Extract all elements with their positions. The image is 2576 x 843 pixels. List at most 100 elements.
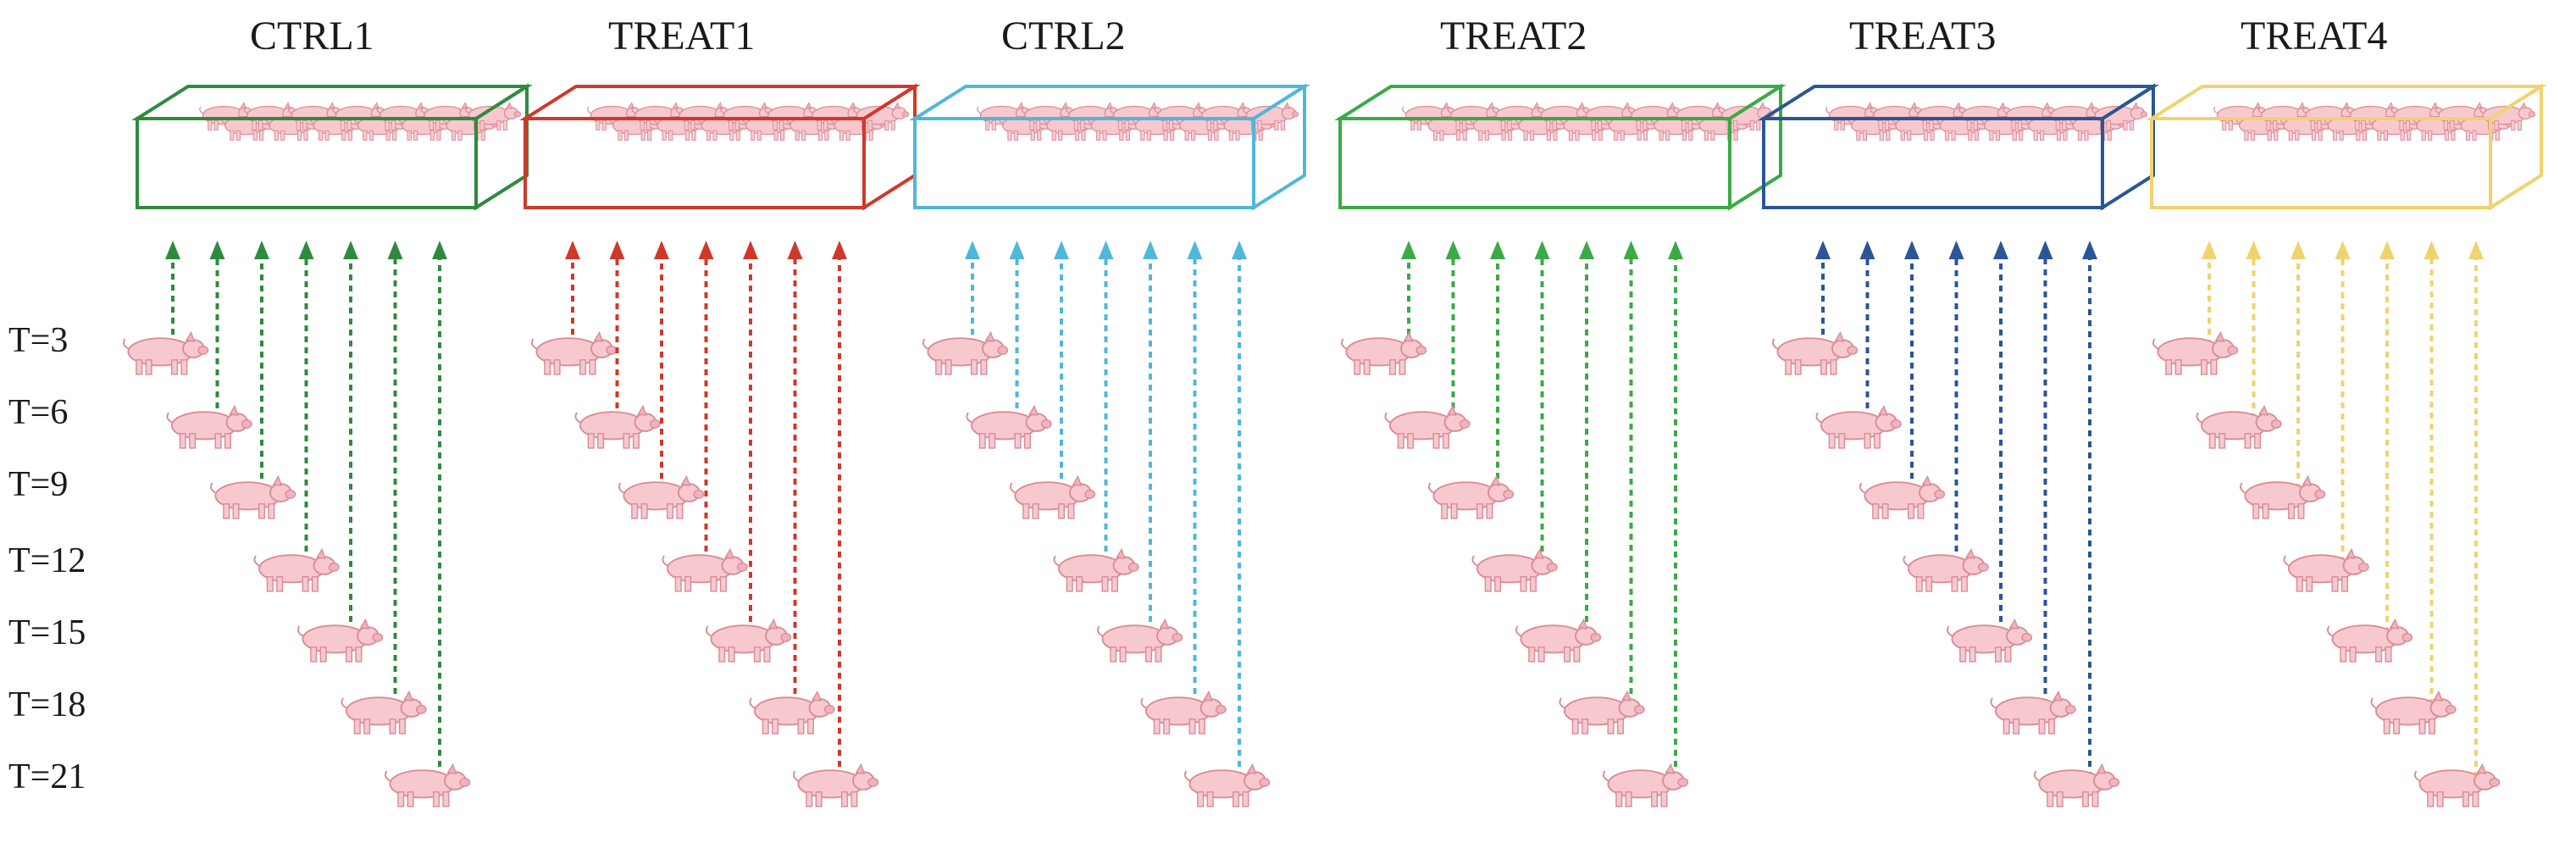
pig-icon xyxy=(384,763,471,807)
group-label: CTRL1 xyxy=(250,14,374,58)
pig-icon xyxy=(1903,548,1989,592)
pig-herd-icon xyxy=(1402,102,1775,141)
sampling-arrow xyxy=(254,241,269,501)
pen-front-face xyxy=(524,117,866,209)
pig-icon xyxy=(2326,618,2413,663)
group-treat2: TREAT2 xyxy=(1334,14,1787,807)
pen-box xyxy=(2146,83,2547,211)
pen-front-face xyxy=(2150,117,2492,209)
pig-icon xyxy=(2196,405,2282,449)
pig-icon xyxy=(1559,690,1645,735)
group-label: TREAT2 xyxy=(1440,14,1587,58)
sampling-arrow xyxy=(1232,241,1247,789)
sampling-arrow xyxy=(654,241,669,501)
pig-icon xyxy=(2283,548,2369,592)
pig-icon xyxy=(1990,690,2076,735)
pig-icon xyxy=(1771,331,1859,375)
pig-icon xyxy=(530,331,618,375)
sampling-arrow xyxy=(698,241,714,574)
group-ctrl2: CTRL2 xyxy=(909,14,1310,807)
sampling-arrow xyxy=(1859,241,1875,430)
pen-front-face xyxy=(1338,117,1731,209)
timepoint-label: T=21 xyxy=(8,757,86,796)
pig-icon xyxy=(1183,763,1271,807)
sampling-arrow xyxy=(2037,241,2053,716)
timepoint-label: T=12 xyxy=(8,541,86,580)
pig-icon xyxy=(2152,331,2239,375)
sampling-arrow xyxy=(2379,241,2395,644)
pig-herd-icon xyxy=(199,102,522,141)
timepoint-label: T=18 xyxy=(8,685,86,724)
sampling-arrow xyxy=(2291,241,2306,501)
sampling-arrow xyxy=(1948,241,1964,574)
sampling-arrow xyxy=(343,241,358,644)
sampling-arrow xyxy=(209,241,225,430)
pig-icon xyxy=(1053,548,1139,592)
pig-icon xyxy=(662,548,748,592)
pig-icon xyxy=(618,475,705,519)
pig-icon xyxy=(2239,475,2326,519)
sampling-arrow xyxy=(2335,241,2351,574)
pig-icon xyxy=(1471,548,1558,592)
pen-box xyxy=(131,83,533,211)
group-treat1: TREAT1 xyxy=(519,14,921,807)
pig-icon xyxy=(1515,618,1602,663)
pen-front-face xyxy=(913,117,1255,209)
sampling-arrow xyxy=(2424,241,2440,716)
pig-icon xyxy=(296,618,384,663)
pig-icon xyxy=(749,690,835,735)
sampling-arrow xyxy=(787,241,803,716)
sampling-arrow xyxy=(1623,241,1639,716)
pen-front-face xyxy=(1762,117,2104,209)
pig-icon xyxy=(792,763,879,807)
sampling-arrow xyxy=(1904,241,1920,501)
sampling-arrow xyxy=(1054,241,1069,501)
sampling-arrow xyxy=(298,241,314,574)
pig-herd-icon xyxy=(1825,102,2148,141)
pig-icon xyxy=(1340,331,1427,375)
sampling-arrow xyxy=(432,241,447,789)
group-treat4: TREAT4 xyxy=(2146,14,2547,807)
group-label: TREAT1 xyxy=(608,14,755,58)
sampling-arrow xyxy=(1579,241,1594,644)
pen-box xyxy=(1758,83,2159,211)
pig-icon xyxy=(1815,405,1902,449)
pig-icon xyxy=(166,405,252,449)
pig-icon xyxy=(209,475,296,519)
pig-icon xyxy=(705,618,792,663)
sampling-arrow xyxy=(387,241,403,716)
pig-icon xyxy=(1384,405,1471,449)
timepoint-label: T=9 xyxy=(8,465,68,504)
pig-icon xyxy=(1602,763,1689,807)
pig-herd-icon xyxy=(2213,102,2536,141)
pen-box xyxy=(519,83,921,211)
group-treat3: TREAT3 xyxy=(1758,14,2159,807)
pig-icon xyxy=(1946,618,2033,663)
group-label: TREAT3 xyxy=(1849,14,1996,58)
pig-herd-icon xyxy=(587,102,910,141)
pig-icon xyxy=(1140,690,1227,735)
group-label: TREAT4 xyxy=(2241,14,2387,58)
pen-front-face xyxy=(136,117,478,209)
pen-box xyxy=(1334,83,1787,211)
pig-icon xyxy=(341,690,427,735)
pig-icon xyxy=(1859,475,1946,519)
sampling-arrow xyxy=(2082,241,2097,789)
pig-icon xyxy=(966,405,1052,449)
sampling-arrow xyxy=(1490,241,1505,501)
sampling-arrow xyxy=(609,241,625,430)
pig-icon xyxy=(253,548,340,592)
group-ctrl1: CTRL1 xyxy=(122,14,533,807)
pig-icon xyxy=(2370,690,2457,735)
group-label: CTRL2 xyxy=(1001,14,1126,58)
sampling-arrow xyxy=(1534,241,1550,574)
sampling-arrow xyxy=(1668,241,1683,789)
pig-icon xyxy=(122,331,209,375)
sampling-arrow xyxy=(1098,241,1114,574)
timepoint-label: T=3 xyxy=(8,321,68,360)
timepoint-label: T=6 xyxy=(8,393,68,432)
pig-icon xyxy=(2413,763,2501,807)
sampling-arrow xyxy=(1993,241,2008,644)
sampling-arrow xyxy=(1143,241,1158,644)
